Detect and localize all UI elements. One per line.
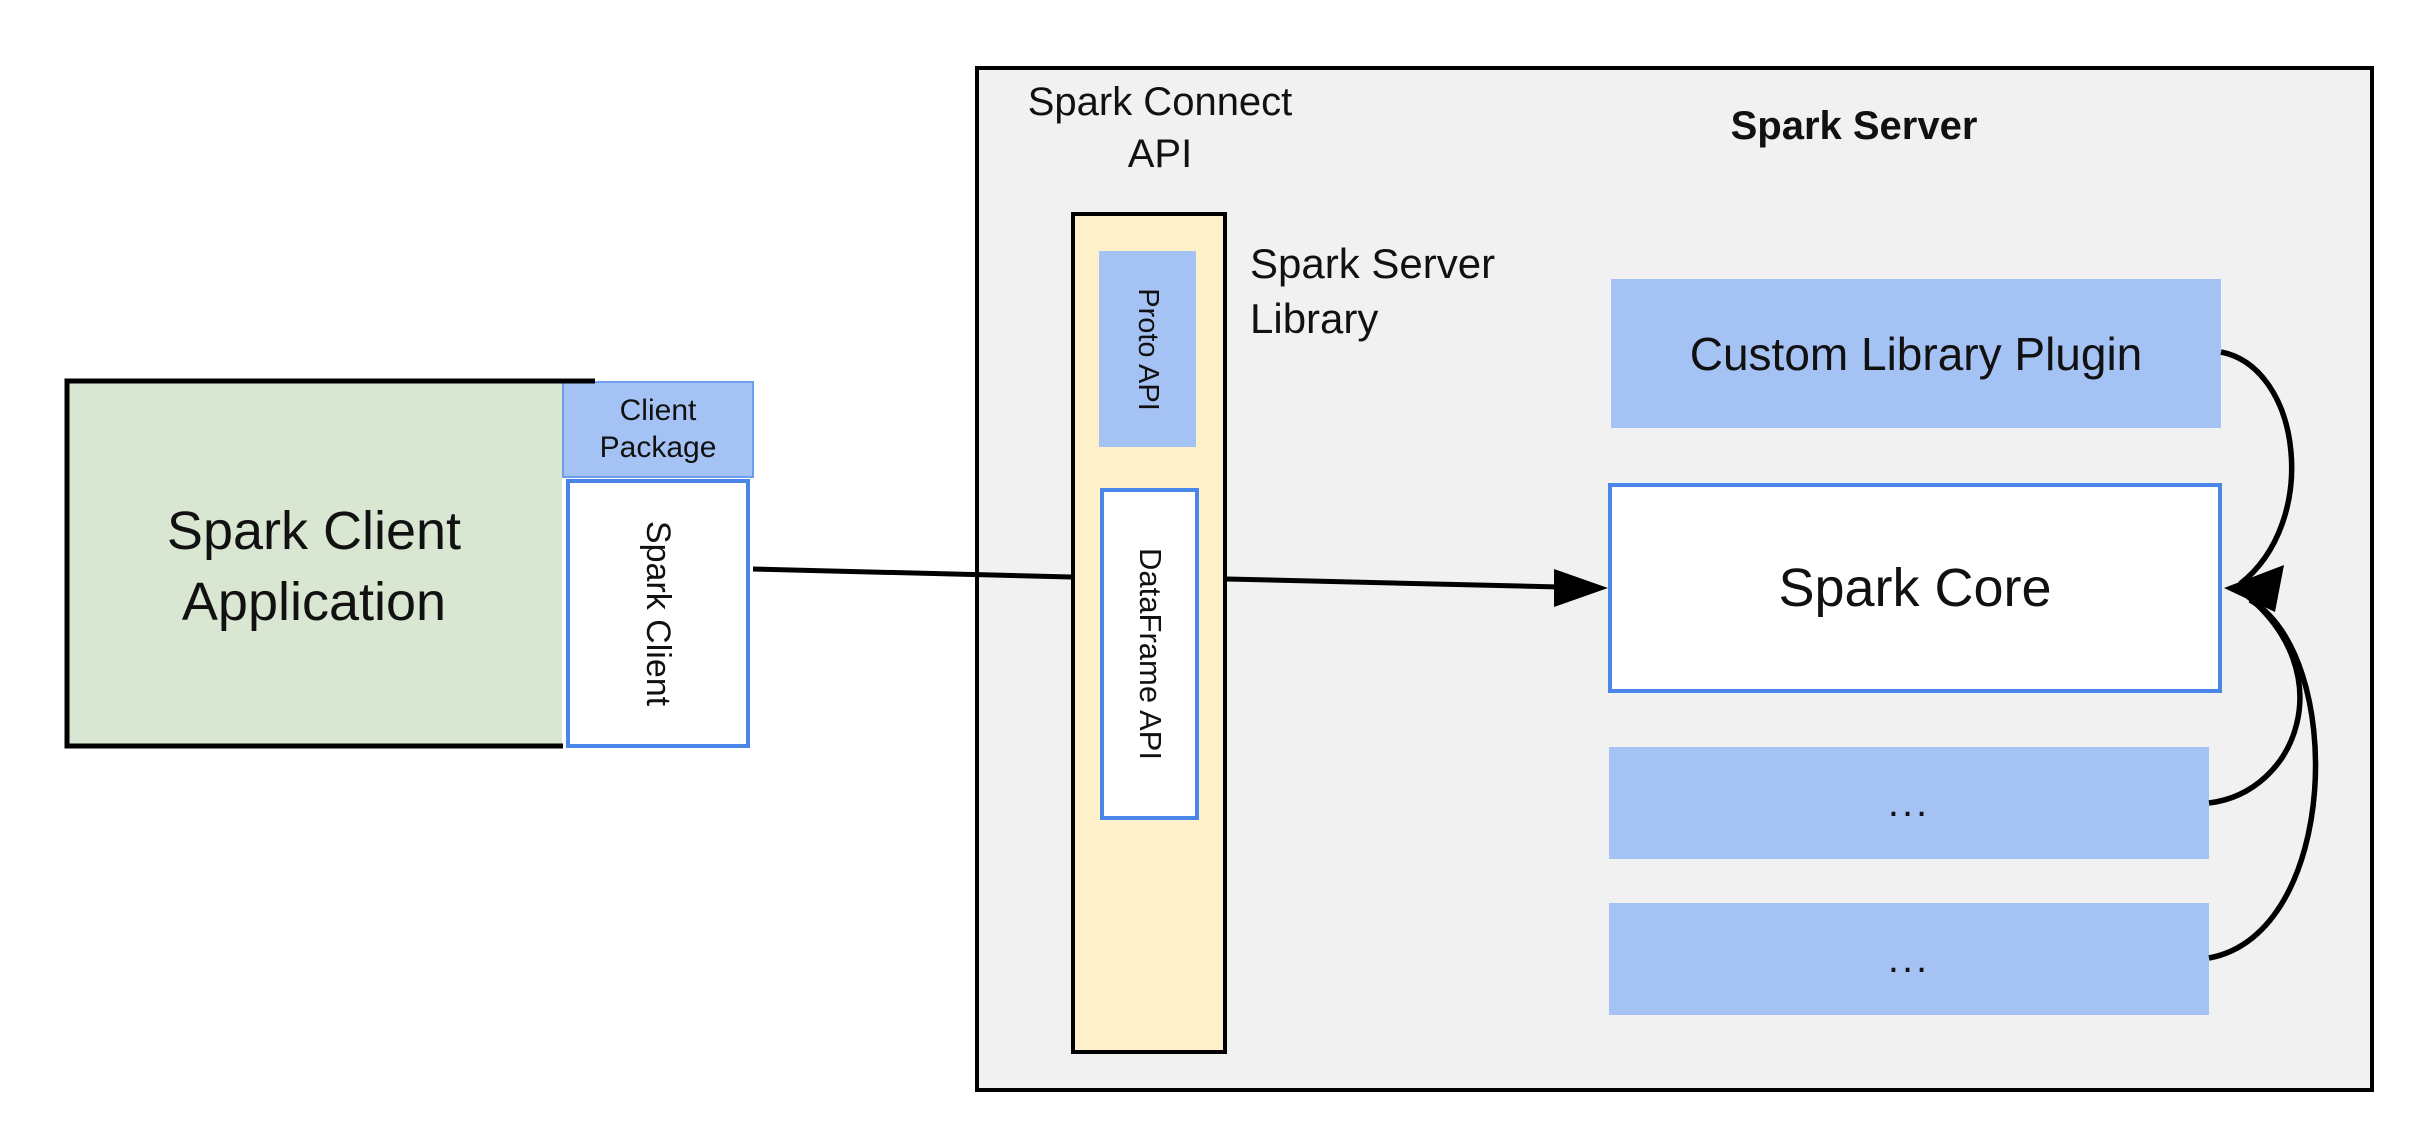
spark-core-box: Spark Core bbox=[1608, 483, 2222, 693]
spark-client-application-label: Spark Client Application bbox=[166, 501, 462, 633]
spark-client-label: Spark Client bbox=[639, 520, 678, 707]
spark-connect-api-title: Spark Connect API bbox=[1027, 80, 1293, 176]
spark-server-title: Spark Server bbox=[1730, 104, 1978, 148]
client-package-label: Client Package bbox=[599, 393, 717, 464]
custom-library-plugin-box: Custom Library Plugin bbox=[1611, 279, 2221, 428]
custom-library-plugin-label: Custom Library Plugin bbox=[1689, 327, 2143, 380]
server-module-box-1: ... bbox=[1609, 747, 2209, 859]
client-package-box: Client Package bbox=[562, 381, 754, 478]
server-module-box-2: ... bbox=[1609, 903, 2209, 1015]
server-module-2-label: ... bbox=[1887, 936, 1931, 981]
spark-server-library-label: Spark Server Library bbox=[1250, 240, 1496, 343]
dataframe-api-box: DataFrame API bbox=[1100, 488, 1199, 820]
proto-api-box: Proto API bbox=[1099, 251, 1196, 447]
spark-client-box: Spark Client bbox=[566, 479, 750, 748]
proto-api-label: Proto API bbox=[1132, 287, 1165, 411]
dataframe-api-label: DataFrame API bbox=[1132, 548, 1168, 760]
spark-core-label: Spark Core bbox=[1778, 558, 2052, 618]
server-module-1-label: ... bbox=[1887, 780, 1931, 825]
